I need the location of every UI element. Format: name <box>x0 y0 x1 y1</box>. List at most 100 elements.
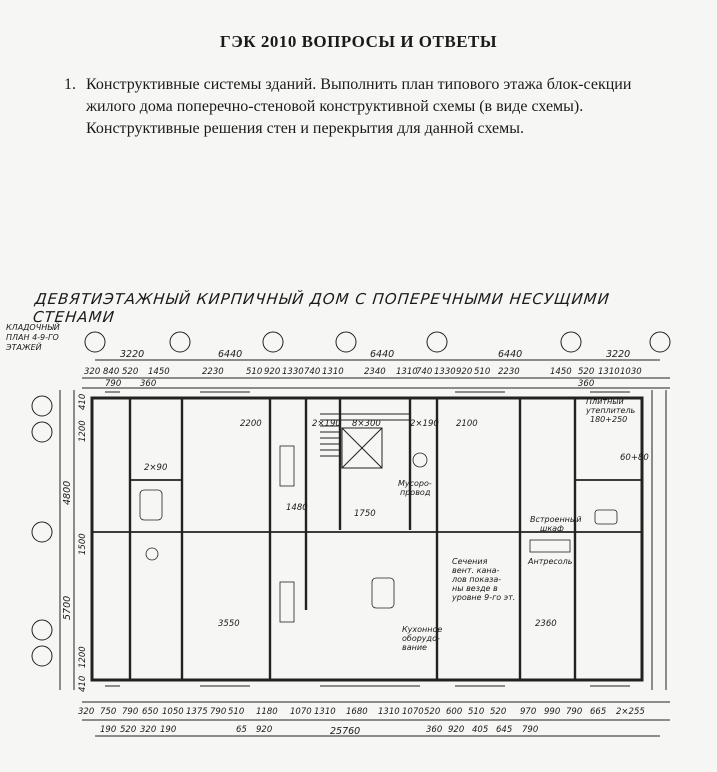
sanitary-fixtures <box>139 445 618 623</box>
room-dim: 1750 <box>354 509 376 519</box>
stair-core <box>320 413 410 469</box>
axis-markers-top <box>84 331 671 353</box>
top-major-dim: 6440 <box>370 349 394 360</box>
top-small-dim: 790 <box>105 379 121 389</box>
bottom-minor-dim: 970 <box>520 707 536 717</box>
exterior-walls <box>90 396 644 682</box>
top-minor-dim: 510 <box>246 367 262 377</box>
bottom-minor-dim: 1310 <box>378 707 400 717</box>
wall-mark: 60+80 <box>620 453 649 463</box>
question-text: Конструктивные системы зданий. Выполнить… <box>86 76 632 137</box>
room-dim: 3550 <box>218 619 240 629</box>
top-minor-dim: 2230 <box>498 367 520 377</box>
longitudinal-walls <box>92 479 642 533</box>
bottom-minor-dim: 665 <box>590 707 606 717</box>
note-vent: вент. кана- <box>452 566 499 575</box>
bottom-row2-dim: 405 <box>472 725 488 735</box>
legend-line-1: КЛАДОЧНЫЙ <box>6 321 60 332</box>
top-minor-dim: 1330 <box>434 367 456 377</box>
wall-mark: 2×190 <box>312 419 341 429</box>
transverse-walls <box>128 398 577 680</box>
bottom-minor-dim: 520 <box>490 707 506 717</box>
dimension-lines-bottom <box>82 701 670 737</box>
bottom-row2-dim: 190 <box>160 725 176 735</box>
top-minor-dim: 1310 <box>396 367 418 377</box>
bottom-row2-dim: 190 <box>100 725 116 735</box>
bottom-minor-dim: 790 <box>566 707 582 717</box>
top-minor-dim: 520 <box>578 367 594 377</box>
bottom-row2-dim: 920 <box>448 725 464 735</box>
bottom-minor-dim: 1180 <box>256 707 278 717</box>
bottom-minor-dim: 790 <box>210 707 226 717</box>
top-major-dim: 3220 <box>606 349 630 360</box>
bottom-row2-dim: 320 <box>140 725 156 735</box>
bottom-minor-dim: 510 <box>228 707 244 717</box>
bottom-minor-dim: 650 <box>142 707 158 717</box>
note-insulation: утеплитель <box>585 406 636 415</box>
top-minor-dim: 320 <box>84 367 100 377</box>
axis-markers-left <box>31 395 53 667</box>
top-small-dim: 360 <box>140 379 156 389</box>
bottom-minor-dim: 1310 <box>314 707 336 717</box>
left-major-dim: 4800 <box>62 481 73 505</box>
floor-plan-drawing: КЛАДОЧНЫЙ ПЛАН 4-9-ГО ЭТАЖЕЙ 3220 6440 6… <box>5 321 671 737</box>
question-block: 1. Конструктивные системы зданий. Выполн… <box>64 74 684 140</box>
wall-mark: 2×190 <box>410 419 439 429</box>
top-minor-dim: 920 <box>456 367 472 377</box>
left-minor-dim: 1200 <box>78 646 88 668</box>
note-wardrobe: Встроенный <box>530 515 581 524</box>
top-minor-dim: 740 <box>304 367 320 377</box>
note-vent: уровне 9-го эт. <box>451 593 515 602</box>
left-minor-dim: 410 <box>78 394 88 410</box>
top-minor-dim: 1450 <box>148 367 170 377</box>
note-garbage-chute: провод <box>400 488 431 497</box>
dimension-lines-top <box>82 359 670 389</box>
top-minor-dim: 840 <box>103 367 119 377</box>
question-number: 1. <box>64 76 76 93</box>
dimension-lines-left <box>59 390 667 690</box>
note-vent: лов показа- <box>451 575 501 584</box>
bottom-minor-dim: 510 <box>468 707 484 717</box>
bottom-minor-dim: 1070 <box>290 707 312 717</box>
bottom-minor-dim: 2×255 <box>616 707 645 717</box>
legend-line-2: ПЛАН 4-9-ГО <box>6 333 59 342</box>
wall-mark: 2×90 <box>144 463 167 473</box>
bottom-total-dim: 25760 <box>330 726 360 737</box>
bottom-row2-dim: 920 <box>256 725 272 735</box>
bottom-minor-dim: 790 <box>122 707 138 717</box>
room-dim: 2100 <box>456 419 478 429</box>
top-minor-dim: 1310 <box>598 367 620 377</box>
bottom-minor-dim: 1050 <box>162 707 184 717</box>
top-minor-dim: 520 <box>122 367 138 377</box>
window-marks <box>105 391 630 687</box>
top-minor-dim: 2230 <box>202 367 224 377</box>
room-dim: 1480 <box>286 503 308 513</box>
note-kitchen: Кухонное <box>402 625 442 634</box>
bottom-minor-dim: 1680 <box>346 707 368 717</box>
note-kitchen: оборудо- <box>402 634 440 643</box>
wall-mark: 8×300 <box>352 419 381 429</box>
bottom-minor-dim: 520 <box>424 707 440 717</box>
top-major-dim: 6440 <box>218 349 242 360</box>
page-title: ГЭК 2010 ВОПРОСЫ И ОТВЕТЫ <box>219 32 498 51</box>
note-wardrobe: шкаф <box>540 524 564 533</box>
note-kitchen: вание <box>402 643 427 652</box>
top-major-dim: 3220 <box>120 349 144 360</box>
bottom-row2-dim: 520 <box>120 725 136 735</box>
top-minor-dim: 1330 <box>282 367 304 377</box>
room-dim: 2360 <box>535 619 557 629</box>
left-minor-dim: 1200 <box>78 420 88 442</box>
bottom-minor-dim: 1070 <box>402 707 424 717</box>
bottom-row2-dim: 645 <box>496 725 512 735</box>
top-minor-dim: 2340 <box>364 367 386 377</box>
room-dim: 2200 <box>240 419 262 429</box>
note-vent: Сечения <box>452 557 488 566</box>
bottom-minor-dim: 750 <box>100 707 116 717</box>
note-insulation: Плитный <box>586 397 624 406</box>
note-garbage-chute: Мусоро- <box>398 479 432 488</box>
bottom-minor-dim: 1375 <box>186 707 208 717</box>
bottom-row2-dim: 360 <box>426 725 442 735</box>
top-minor-dim: 740 <box>416 367 432 377</box>
note-mezzanine: Антресоль <box>527 557 573 566</box>
top-minor-dim: 510 <box>474 367 490 377</box>
